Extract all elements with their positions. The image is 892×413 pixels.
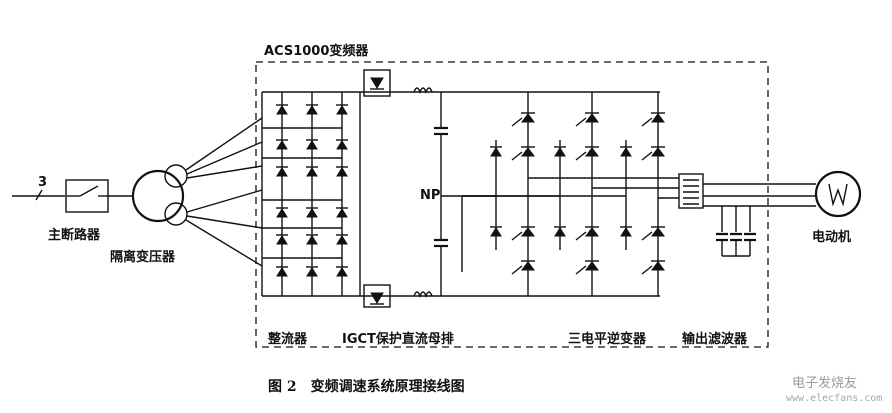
motor-label: 电动机: [812, 230, 852, 245]
diode: [336, 139, 348, 150]
diode: [276, 207, 288, 218]
figure-caption: 图 2 变频调速系统原理接线图: [268, 379, 465, 395]
diode: [306, 104, 318, 115]
diode: [276, 139, 288, 150]
igct-switch: [511, 226, 535, 241]
diode: [620, 226, 632, 237]
line-count-label: 3: [38, 175, 48, 190]
diode: [306, 234, 318, 245]
diode: [276, 104, 288, 115]
isolation-transformer-symbol: [131, 117, 263, 267]
motor-symbol: [814, 170, 862, 218]
igct-switch: [575, 146, 599, 161]
igct-dc-bus-label: IGCT保护直流母排: [342, 332, 454, 347]
input-line: [12, 189, 65, 201]
diode: [490, 146, 502, 157]
diode: [554, 146, 566, 157]
watermark-url: www.elecfans.com: [786, 393, 883, 404]
inverter-leg: [462, 92, 679, 296]
diode: [620, 146, 632, 157]
inverter-enclosure: [255, 61, 769, 348]
igct-switch: [641, 226, 665, 241]
watermark-text: 电子发烧友: [792, 376, 858, 391]
np-label: NP: [420, 188, 441, 203]
diode: [336, 234, 348, 245]
diode: [276, 234, 288, 245]
diode: [276, 166, 288, 177]
output-filter-label: 输出滤波器: [682, 332, 748, 347]
igct-switch: [641, 146, 665, 161]
rectifier-label: 整流器: [268, 332, 308, 347]
igct-switch: [641, 112, 665, 127]
diode: [336, 166, 348, 177]
isolation-transformer-label: 隔离变压器: [110, 250, 176, 265]
diode: [336, 207, 348, 218]
main-breaker-symbol: [65, 179, 134, 213]
inverter-title: ACS1000变频器: [264, 44, 369, 59]
diode: [306, 139, 318, 150]
diode: [336, 104, 348, 115]
igct-switch: [575, 112, 599, 127]
dc-bus: [261, 69, 660, 308]
main-breaker-label: 主断路器: [48, 228, 101, 243]
diode: [306, 266, 318, 277]
igct-switch: [641, 260, 665, 275]
igct-switch: [511, 146, 535, 161]
diode: [306, 207, 318, 218]
diode: [336, 266, 348, 277]
output-filter-symbol: [678, 173, 816, 257]
diode: [554, 226, 566, 237]
three-level-inverter-legs: [462, 92, 679, 296]
igct-switch: [511, 260, 535, 275]
igct-switch: [575, 260, 599, 275]
diode: [490, 226, 502, 237]
diode: [306, 166, 318, 177]
rectifier-bridges: [262, 92, 348, 296]
igct-switch: [511, 112, 535, 127]
diode: [276, 266, 288, 277]
three-level-inverter-label: 三电平逆变器: [568, 332, 647, 347]
igct-switch: [575, 226, 599, 241]
